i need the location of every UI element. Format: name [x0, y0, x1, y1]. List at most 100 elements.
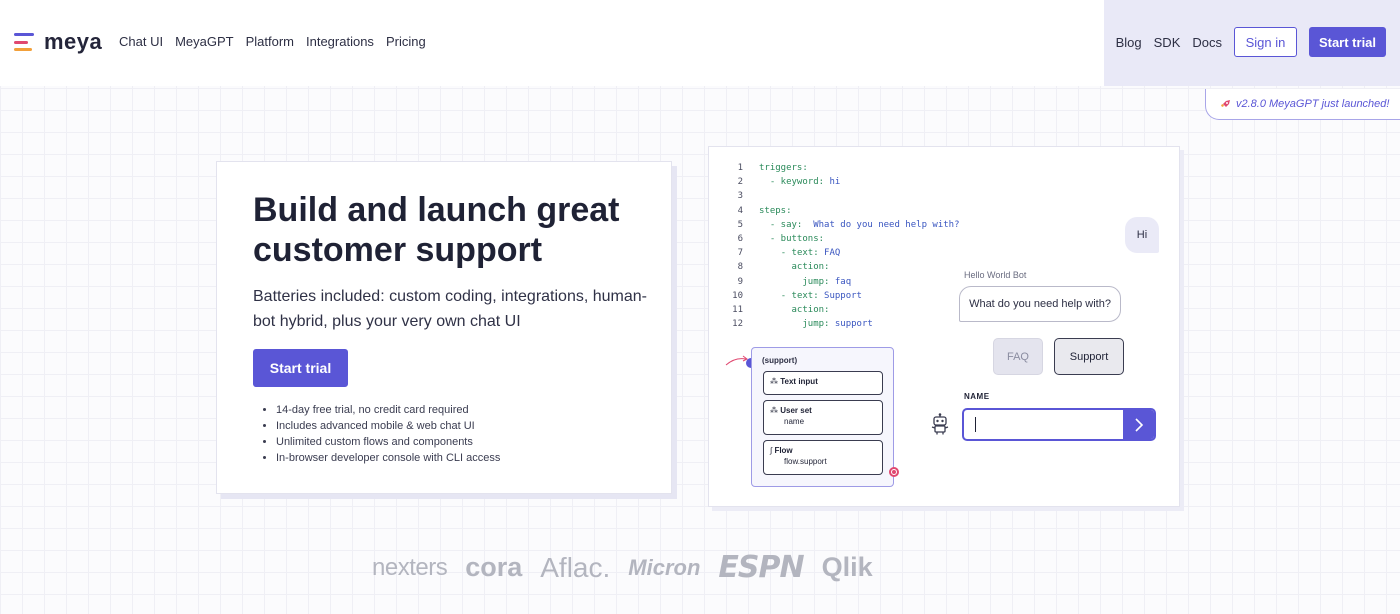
bot-name-label: Hello World Bot — [964, 270, 1027, 280]
code-line: 5 - say: What do you need help with? — [727, 218, 960, 232]
bot-message-bubble: What do you need help with? — [959, 286, 1121, 322]
nav-link-docs[interactable]: Docs — [1192, 34, 1222, 50]
line-number: 1 — [737, 163, 743, 173]
secondary-nav: Blog SDK Docs Sign in Start trial — [1116, 27, 1386, 57]
nav-link-integrations[interactable]: Integrations — [306, 34, 374, 49]
code-line: 1 triggers: — [727, 161, 960, 175]
robot-icon — [931, 413, 949, 435]
announcement-text: v2.8.0 MeyaGPT just launched! — [1236, 98, 1390, 110]
indent-guide — [759, 246, 781, 260]
hero-start-trial-button[interactable]: Start trial — [253, 349, 348, 387]
customer-logo-cora: cora — [465, 552, 523, 582]
nav-link-sdk[interactable]: SDK — [1153, 34, 1181, 50]
flow-step-text-input[interactable]: ⁂ Text input — [763, 371, 883, 395]
quick-reply-faq[interactable]: FAQ — [993, 338, 1043, 375]
brand-logo[interactable]: meya — [14, 29, 102, 55]
code-value: hi — [824, 177, 841, 188]
code-line: 8 action: — [727, 260, 960, 274]
flow-output-dot — [889, 467, 899, 477]
line-number: 7 — [737, 248, 743, 259]
chevron-right-icon — [1134, 417, 1143, 432]
name-field-label: NAME — [964, 392, 990, 401]
meya-logo-icon — [14, 31, 36, 53]
text-caret — [975, 417, 976, 432]
line-number: 3 — [737, 191, 743, 202]
code-line: 12 jump: support — [727, 317, 960, 331]
brand-name: meya — [44, 29, 103, 54]
customer-logos: nexters cora Aflac. Micron ESPN Qlik — [372, 550, 873, 585]
rocket-icon — [1221, 100, 1230, 107]
code-line: 10 - text: Support — [727, 289, 960, 303]
code-value: FAQ — [818, 248, 841, 259]
hero-card: Build and launch great customer support … — [216, 161, 672, 494]
send-button[interactable] — [1123, 410, 1154, 439]
customer-logo-aflac: Aflac. — [540, 551, 611, 583]
code-key: - say: — [769, 219, 803, 230]
primary-nav: Chat UI MeyaGPT Platform Integrations Pr… — [119, 34, 426, 49]
name-field-container — [962, 408, 1156, 441]
nav-link-blog[interactable]: Blog — [1115, 34, 1142, 50]
code-line: 2 - keyword: hi — [727, 175, 960, 189]
customer-logo-espn: ESPN — [718, 550, 804, 585]
feature-item: In-browser developer console with CLI ac… — [276, 450, 500, 466]
code-key: action: — [791, 304, 830, 315]
code-key: jump: — [802, 319, 830, 330]
code-value: support — [829, 319, 873, 330]
top-nav: meya Chat UI MeyaGPT Platform Integratio… — [0, 0, 1400, 86]
code-key: - text: — [780, 248, 819, 259]
code-line: 3 — [727, 189, 960, 203]
indent-guide — [759, 289, 781, 303]
line-number: 6 — [737, 233, 743, 244]
code-key: action: — [791, 262, 830, 273]
nav-link-meyagpt[interactable]: MeyaGPT — [175, 34, 234, 49]
code-key: - text: — [780, 290, 819, 301]
customer-logo-micron: Micron — [628, 554, 701, 580]
code-line: 6 - buttons: — [727, 232, 960, 246]
code-key: jump: — [802, 276, 830, 287]
nav-link-chat-ui[interactable]: Chat UI — [119, 34, 164, 49]
indent-guide — [759, 260, 792, 274]
code-value: faq — [829, 276, 852, 287]
flow-step-user-set[interactable]: ⁂ User set name — [763, 400, 883, 435]
line-number: 9 — [737, 276, 743, 287]
nav-link-pricing[interactable]: Pricing — [385, 34, 426, 49]
feature-item: 14-day free trial, no credit card requir… — [276, 402, 500, 418]
announcement-banner[interactable]: v2.8.0 MeyaGPT just launched! — [1205, 89, 1400, 120]
flow-header: (support) — [762, 356, 798, 365]
name-input[interactable] — [964, 410, 1124, 439]
line-number: 2 — [737, 177, 743, 188]
component-icon: ⁂ — [770, 377, 778, 386]
feature-list: 14-day free trial, no credit card requir… — [276, 402, 500, 466]
flow-step-flow[interactable]: ∫ Flow flow.support — [763, 440, 883, 475]
user-message-bubble: Hi — [1125, 217, 1159, 253]
indent-guide — [759, 303, 792, 317]
flow-icon: ∫ — [770, 446, 773, 455]
code-key: steps: — [759, 205, 792, 216]
sign-in-button[interactable]: Sign in — [1234, 27, 1297, 57]
indent-guide — [759, 317, 802, 331]
code-value: Support — [818, 290, 862, 301]
flow-diagram: (support) ⁂ Text input ⁂ User set name ∫… — [751, 347, 894, 487]
nav-link-platform[interactable]: Platform — [245, 34, 294, 49]
code-key: - keyword: — [769, 177, 825, 188]
feature-item: Unlimited custom flows and components — [276, 434, 500, 450]
code-line: 7 - text: FAQ — [727, 246, 960, 260]
indent-guide — [759, 275, 802, 289]
component-icon: ⁂ — [770, 406, 778, 415]
nav-start-trial-button[interactable]: Start trial — [1309, 27, 1386, 57]
code-line: 11 action: — [727, 303, 960, 317]
code-key: - buttons: — [769, 233, 825, 244]
hero-title: Build and launch great customer support — [253, 191, 620, 269]
code-key: triggers: — [759, 163, 808, 173]
line-number: 8 — [737, 262, 743, 273]
indent-guide — [759, 175, 770, 189]
code-value: What do you need help with? — [802, 219, 960, 230]
line-number: 5 — [737, 219, 743, 230]
code-line: 9 jump: faq — [727, 275, 960, 289]
quick-reply-support[interactable]: Support — [1054, 338, 1124, 375]
hero-subtitle: Batteries included: custom coding, integ… — [253, 288, 647, 330]
line-number: 12 — [732, 319, 743, 330]
